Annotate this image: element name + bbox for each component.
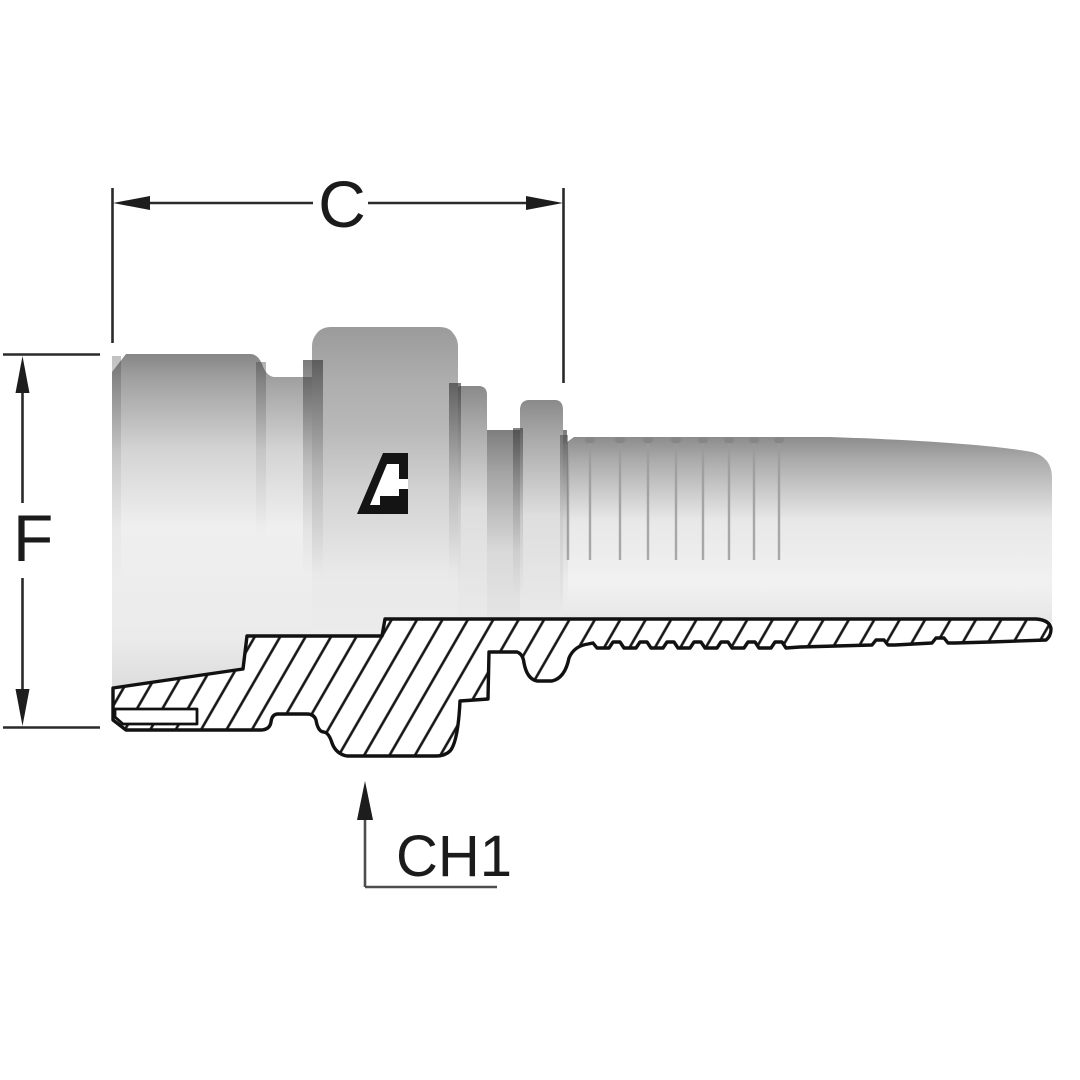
section-outline (111, 617, 1053, 758)
thread-undercut (113, 707, 199, 726)
dimension-c: C (111, 167, 565, 383)
logo-inner-cut (370, 464, 399, 505)
nut-body (112, 354, 322, 700)
dim-c-label: C (318, 167, 366, 241)
brand-logo (357, 453, 408, 514)
ferrule-collar (520, 400, 563, 632)
logo-inner-bar (380, 496, 399, 505)
section-hatch-fill (113, 619, 1051, 756)
shading-overlay (112, 356, 568, 607)
fitting-body (112, 327, 1052, 700)
ch1-arrow-up-icon (357, 781, 373, 820)
dimension-f: F (3, 353, 100, 729)
dim-f-label: F (13, 501, 53, 575)
dim-c-arrow-left-icon (113, 196, 150, 210)
half-section (111, 617, 1053, 758)
dim-f-arrow-down-icon (15, 689, 30, 726)
ch1-label: CH1 (396, 824, 512, 889)
logo-right-slot (399, 479, 408, 489)
hose-tail-serrations (566, 437, 784, 560)
ch1-leader: CH1 (357, 781, 512, 889)
thread-ridge (453, 386, 487, 632)
dim-c-arrow-right-icon (526, 196, 563, 210)
dim-f-arrow-up-icon (15, 356, 30, 393)
hose-tail (563, 437, 1052, 622)
